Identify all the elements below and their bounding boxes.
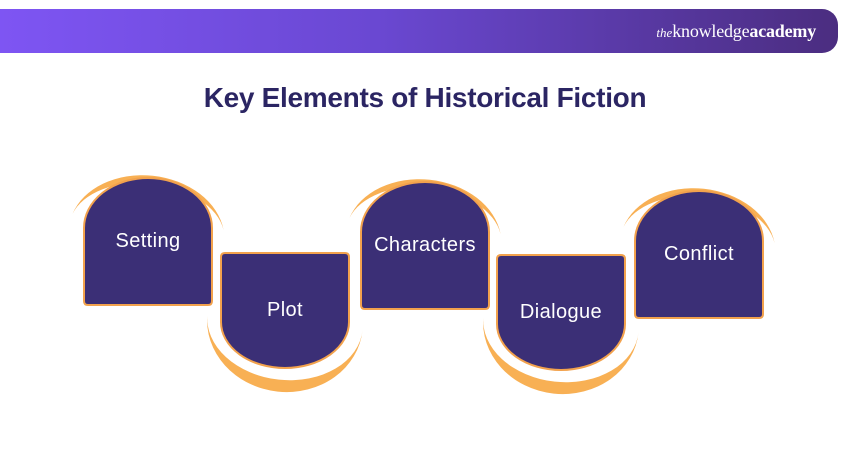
logo-prefix: the [656,24,673,40]
arch-shape [220,252,350,369]
element-label-characters: Characters [374,234,476,256]
arc-decoration [207,313,363,393]
logo-name: knowledge [672,20,750,41]
arch-shape [496,254,626,371]
arch-down-shape-icon [207,252,363,393]
arch-up-shape-icon [349,179,501,310]
logo-suffix: academy [749,20,816,41]
arch-shape [360,181,490,310]
element-card-conflict: Conflict [619,145,779,325]
arc-decoration [483,315,639,395]
arch-up-shape-icon [623,188,775,319]
arch-shape [83,177,213,306]
element-label-dialogue: Dialogue [519,301,603,323]
element-label-setting: Setting [115,230,181,252]
element-card-characters: Characters [345,136,505,316]
element-card-setting: Setting [68,132,228,312]
element-card-dialogue: Dialogue [481,252,641,402]
arch-up-shape-icon [72,175,224,306]
element-label-plot: Plot [266,299,304,321]
brand-logo: theknowledgeacademy [656,21,816,42]
element-label-conflict: Conflict [664,243,734,265]
element-card-plot: Plot [205,250,365,400]
header-bar: theknowledgeacademy [0,9,838,53]
arch-shape [634,190,764,319]
arch-down-shape-icon [483,254,639,395]
page-title: Key Elements of Historical Fiction [203,82,647,113]
